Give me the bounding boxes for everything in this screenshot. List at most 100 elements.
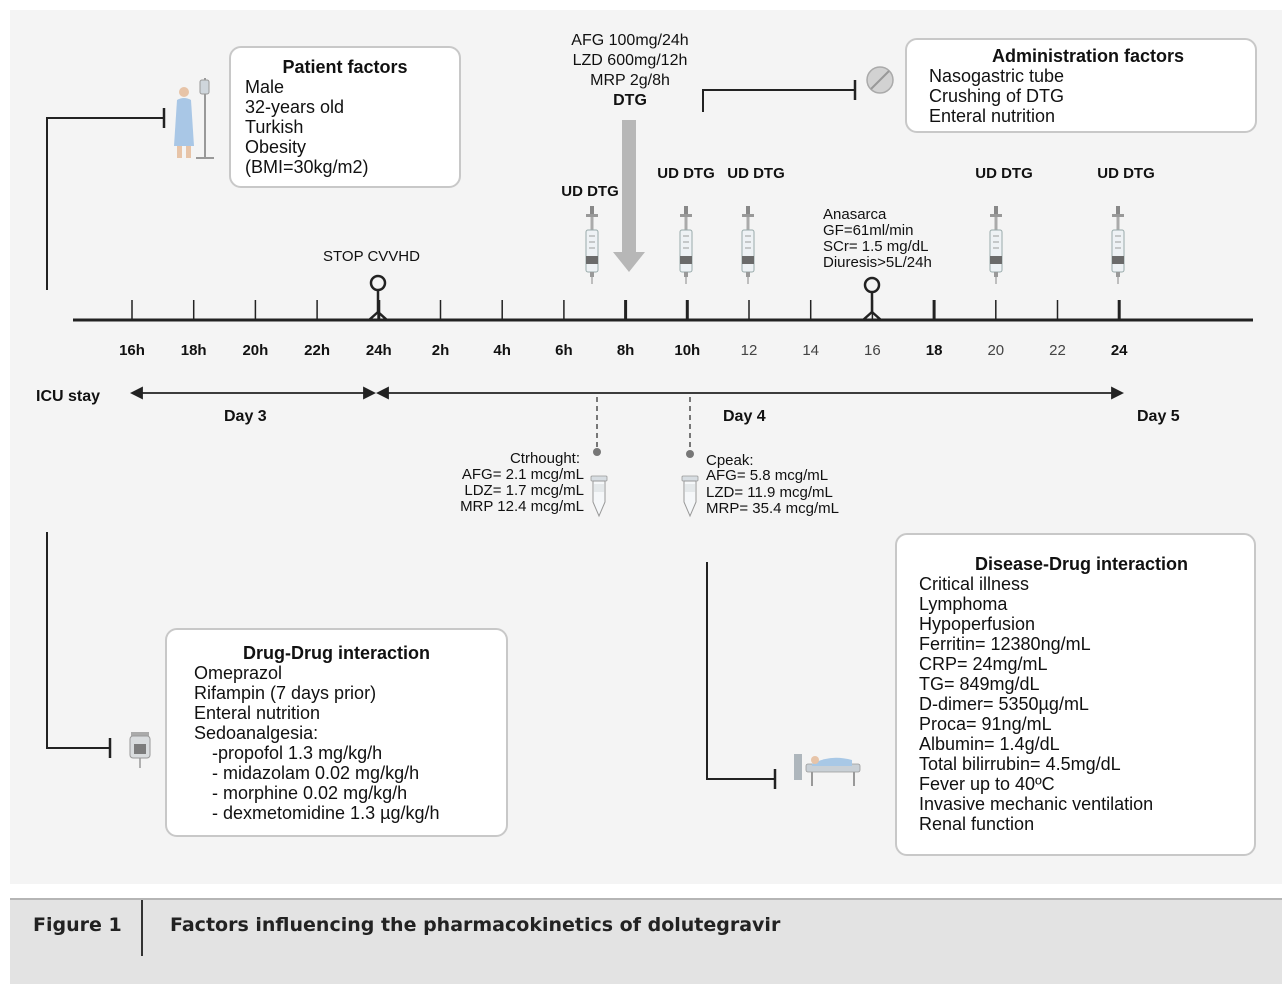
patient-factors-title: Patient factors (282, 57, 408, 77)
peak-title: Cpeak: (706, 452, 754, 469)
ud-dtg-label: UD DTG (561, 183, 619, 200)
syringe-icon (1111, 205, 1125, 285)
dosing-arrow-shaft (622, 120, 636, 255)
timeline-tick-label: 24 (1110, 342, 1128, 359)
peak-line: LZD= 11.9 mcg/mL (706, 484, 833, 501)
syringe-icon (741, 205, 755, 285)
drug-drug-line: -propofol 1.3 mg/kg/h (212, 743, 383, 763)
ud-dtg-label: UD DTG (657, 165, 715, 182)
timeline-tick-marks (131, 300, 1121, 320)
drug-drug-title: Drug-Drug interaction (243, 643, 430, 663)
figure-caption: Figure 1 Factors influencing the pharmac… (10, 898, 1282, 984)
drug-drug-line: Rifampin (7 days prior) (194, 683, 377, 703)
timeline-tick-label: 20 (987, 342, 1005, 359)
patient-factors-box: Patient factors Male 32-years old Turkis… (229, 46, 461, 188)
patient-factor-line: Male (245, 77, 285, 97)
disease-drug-line: Proca= 91ng/mL (919, 714, 1052, 734)
anasarca-line: Diuresis>5L/24h (823, 254, 932, 271)
stop-cvvhd-label: STOP CVVHD (323, 248, 420, 265)
icu-stay-label: ICU stay (36, 388, 101, 405)
disease-drug-line: Critical illness (919, 574, 1030, 594)
drug-drug-line: Enteral nutrition (194, 703, 321, 723)
caption-separator (141, 900, 143, 956)
ud-dtg-label: UD DTG (975, 165, 1033, 182)
patient-factor-line: 32-years old (245, 97, 345, 117)
person-marker-icon (368, 274, 388, 321)
disease-connector (706, 562, 775, 780)
pill-icon (866, 66, 894, 94)
syringe-icon (585, 205, 599, 285)
trough-line: MRP 12.4 mcg/mL (460, 498, 584, 515)
administration-factors-box: Administration factors Nasogastric tube … (905, 38, 1257, 133)
trough-line: AFG= 2.1 mcg/mL (461, 466, 584, 483)
drugdrug-connector (46, 532, 110, 749)
trough-sample-dot (593, 448, 601, 456)
disease-drug-line: Albumin= 1.4g/dL (919, 734, 1060, 754)
dosing-drug: DTG (613, 92, 647, 109)
disease-drug-line: Total bilirrubin= 4.5mg/dL (919, 754, 1121, 774)
drug-drug-line: Sedoanalgesia: (194, 723, 319, 743)
enteral-bag-icon (129, 732, 151, 768)
dosing-arrow-head (613, 252, 645, 272)
anasarca-line: GF=61ml/min (823, 222, 914, 239)
day5-label: Day 5 (1137, 408, 1180, 425)
timeline-tick-label: 22h (304, 342, 331, 359)
drug-drug-line: - dexmetomidine 1.3 µg/kg/h (212, 803, 440, 823)
dosing-line: MRP 2g/8h (590, 72, 670, 89)
timeline-tick-label: 16 (864, 342, 881, 359)
sample-tube-icon (681, 475, 699, 517)
disease-drug-line: Ferritin= 12380ng/mL (919, 634, 1091, 654)
sample-tube-icon (590, 475, 608, 517)
disease-drug-line: CRP= 24mg/mL (919, 654, 1048, 674)
drug-drug-interaction-box: Drug-Drug interaction Omeprazol Rifampin… (165, 628, 508, 837)
timeline-tick-label: 18h (180, 342, 207, 359)
disease-drug-line: D-dimer= 5350µg/mL (919, 694, 1089, 714)
peak-line: AFG= 5.8 mcg/mL (706, 467, 829, 484)
patient-factor-line: Turkish (245, 117, 304, 137)
disease-drug-line: Fever up to 40ºC (919, 774, 1055, 794)
peak-line: MRP= 35.4 mcg/mL (706, 500, 839, 517)
timeline-tick-label: 4h (493, 342, 511, 359)
day3-label: Day 3 (224, 408, 267, 425)
administration-factor-line: Enteral nutrition (929, 106, 1056, 126)
timeline-tick-label: 14 (802, 342, 820, 359)
anasarca-line: Anasarca (823, 206, 887, 223)
dosing-line: LZD 600mg/12h (572, 52, 688, 69)
anasarca-line: SCr= 1.5 mg/dL (823, 238, 929, 255)
drug-drug-line: Omeprazol (194, 663, 283, 683)
trough-title: Ctrhought: (509, 450, 580, 467)
disease-drug-title: Disease-Drug interaction (974, 554, 1189, 574)
syringe-icon (679, 205, 693, 285)
icu-bed-icon (794, 754, 861, 786)
ud-dtg-label: UD DTG (1097, 165, 1155, 182)
timeline-tick-label: 22 (1049, 342, 1066, 359)
timeline-tick-label: 2h (431, 342, 450, 359)
disease-drug-line: TG= 849mg/dL (919, 674, 1040, 694)
patient-factor-line: (BMI=30kg/m2) (245, 157, 369, 177)
figure-title: Factors influencing the pharmacokinetics… (170, 914, 781, 936)
syringe-icon (989, 205, 1003, 285)
administration-factor-line: Crushing of DTG (929, 86, 1065, 106)
peak-sample-dot (686, 450, 694, 458)
disease-drug-line: Lymphoma (919, 594, 1008, 614)
timeline-tick-label: 24h (365, 342, 392, 359)
timeline-tick-label: 20h (242, 342, 269, 359)
administration-factors-title: Administration factors (991, 46, 1185, 66)
dosing-line: AFG 100mg/24h (571, 32, 689, 49)
disease-drug-line: Hypoperfusion (919, 614, 1036, 634)
trough-line: LDZ= 1.7 mcg/mL (464, 482, 584, 499)
administration-factor-line: Nasogastric tube (929, 66, 1065, 86)
timeline-tick-label: 12 (740, 342, 758, 359)
timeline-tick-label: 16h (119, 342, 145, 359)
ud-dtg-label: UD DTG (727, 165, 785, 182)
drug-drug-line: - midazolam 0.02 mg/kg/h (212, 763, 420, 783)
timeline-tick-label: 8h (616, 342, 635, 359)
figure-number: Figure 1 (33, 914, 122, 936)
day4-label: Day 4 (723, 408, 766, 425)
day-span-arrows (129, 386, 1125, 400)
person-marker-icon (862, 276, 882, 321)
timeline-tick-label: 6h (555, 342, 573, 359)
patient-iv-icon (174, 78, 214, 159)
timeline-tick-label: 10h (674, 342, 701, 359)
